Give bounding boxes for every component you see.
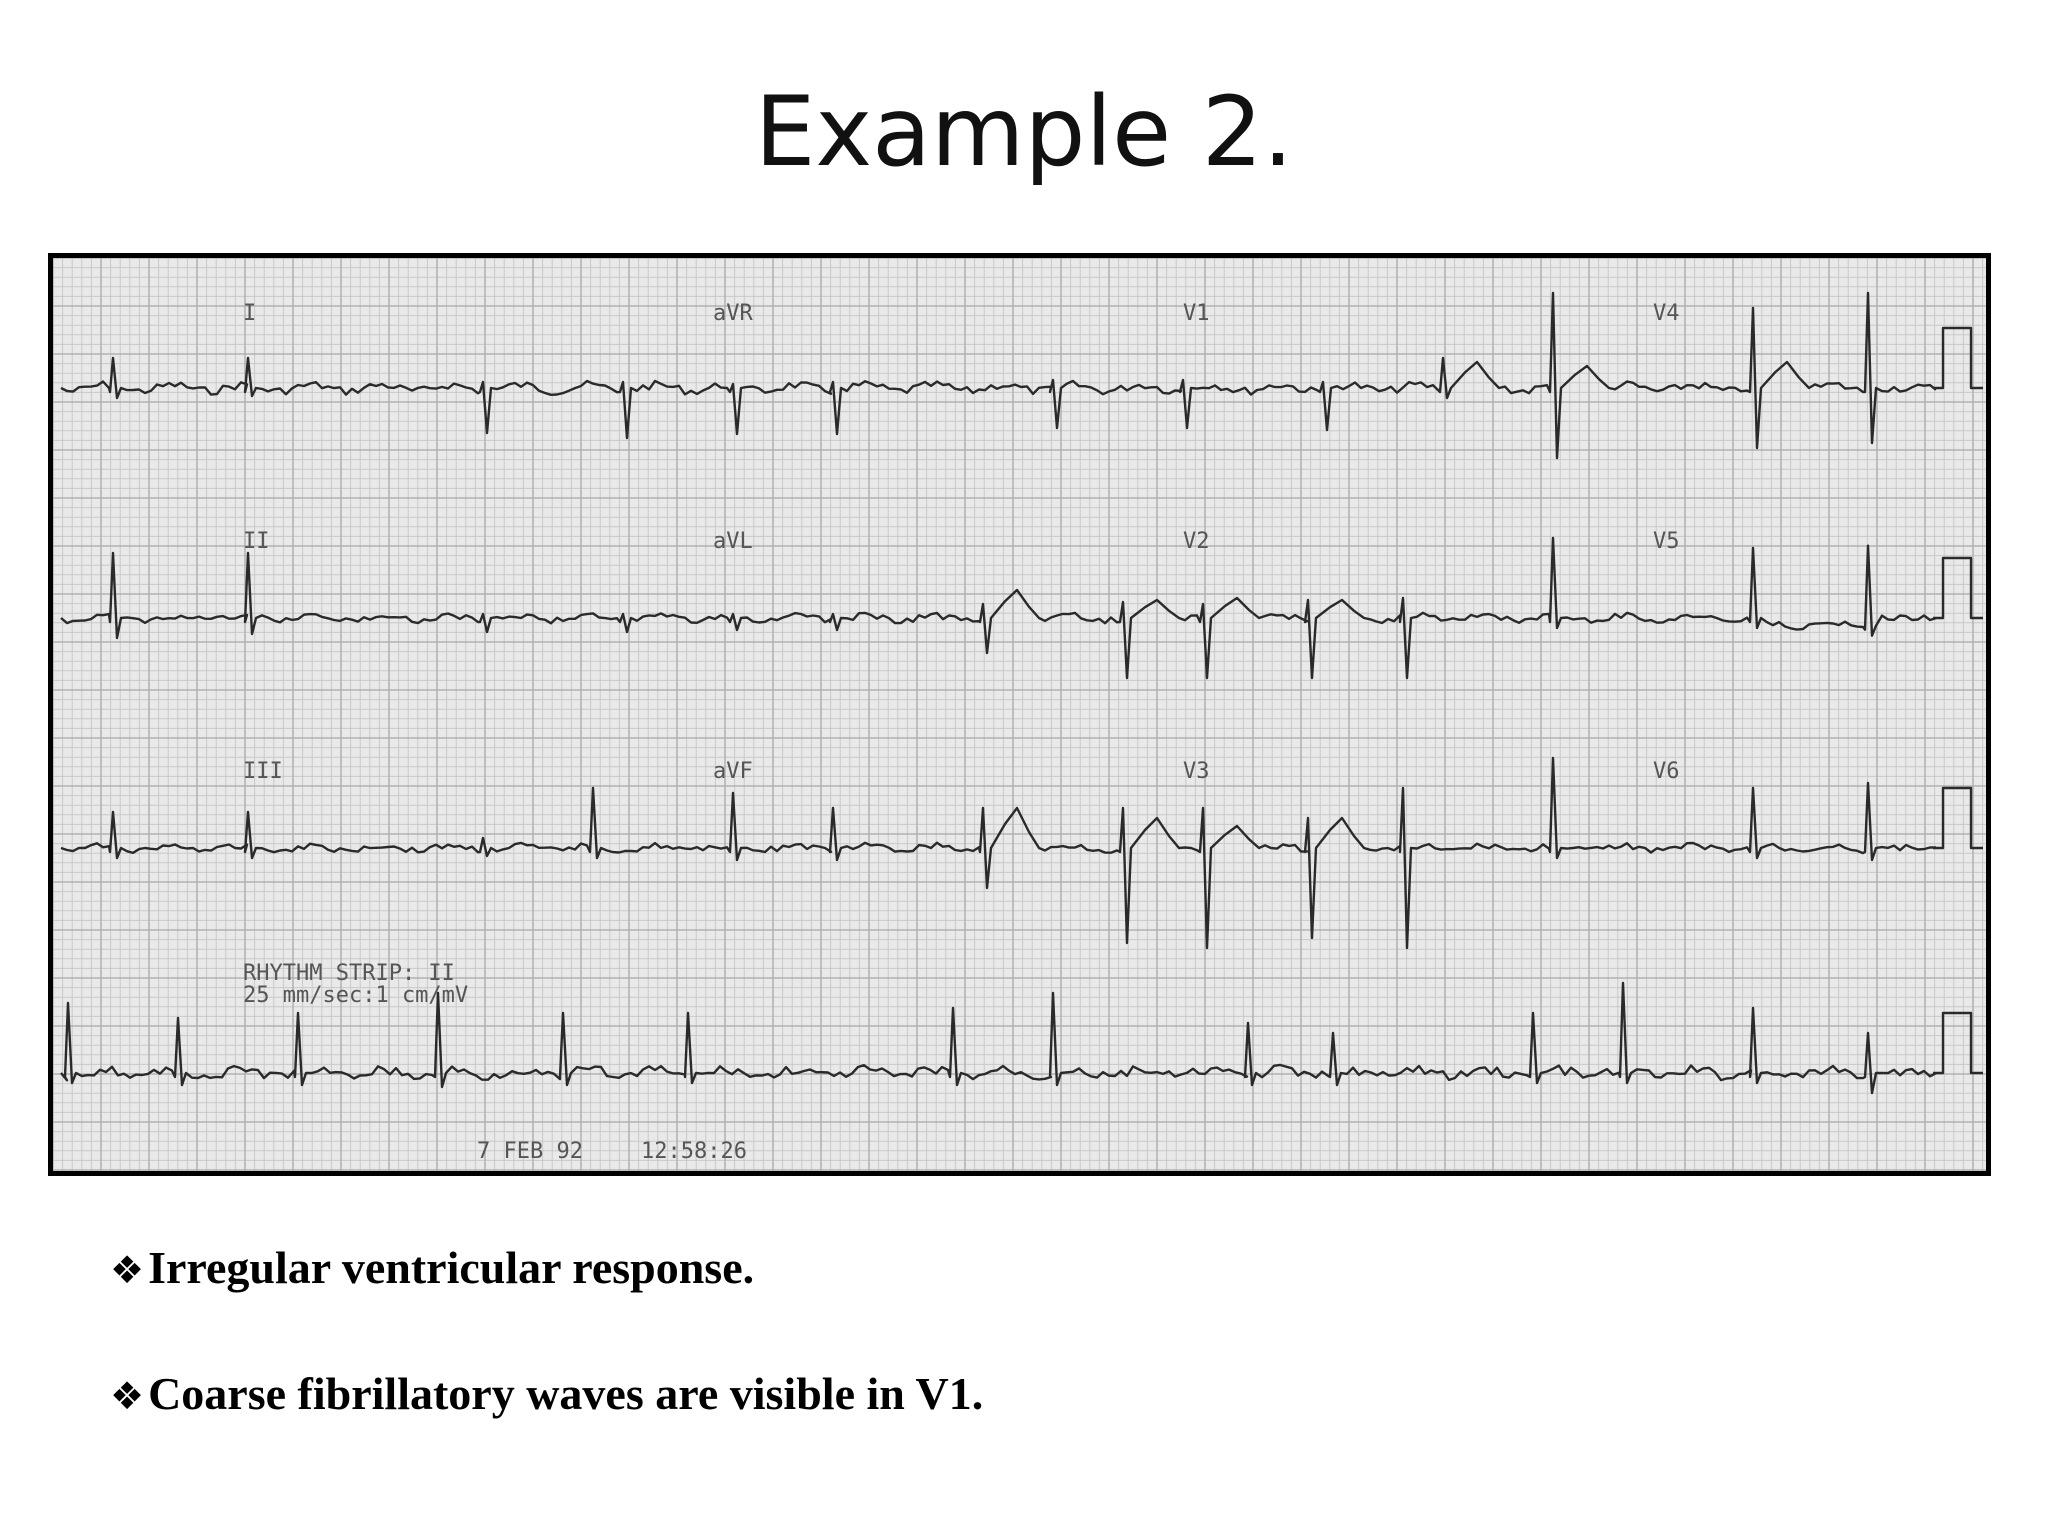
lead-label-V4: V4 xyxy=(1653,301,1680,326)
recording-time: 12:58:26 xyxy=(641,1139,747,1164)
lead-label-V6: V6 xyxy=(1653,759,1680,784)
lead-label-I: I xyxy=(243,301,256,326)
bullet-text: Irregular ventricular response. xyxy=(148,1242,755,1293)
ecg-tracing: I aVR V1 V4 II aVL V2 V5 III aVF V3 V6 R… xyxy=(48,253,1991,1176)
lead-label-V3: V3 xyxy=(1183,759,1210,784)
diamond-bullet-icon: ❖ xyxy=(110,1248,145,1292)
lead-label-V1: V1 xyxy=(1183,301,1210,326)
lead-label-V2: V2 xyxy=(1183,529,1210,554)
diamond-bullet-icon: ❖ xyxy=(110,1374,145,1418)
bullet-text: Coarse fibrillatory waves are visible in… xyxy=(148,1368,984,1419)
lead-label-V5: V5 xyxy=(1653,529,1680,554)
bullet-list: ❖Irregular ventricular response. ❖Coarse… xyxy=(110,1240,1910,1492)
rhythm-strip-label: RHYTHM STRIP: II xyxy=(243,961,455,986)
recording-date: 7 FEB 92 xyxy=(477,1139,583,1164)
lead-label-II: II xyxy=(243,529,270,554)
lead-label-aVL: aVL xyxy=(713,529,753,554)
slide-title: Example 2. xyxy=(754,76,1294,188)
ecg-grid-and-traces: I aVR V1 V4 II aVL V2 V5 III aVF V3 V6 R… xyxy=(53,258,1986,1171)
calibration-text: 25 mm/sec:1 cm/mV xyxy=(243,983,468,1008)
lead-label-aVF: aVF xyxy=(713,759,753,784)
lead-label-aVR: aVR xyxy=(713,301,753,326)
bullet-item: ❖Coarse fibrillatory waves are visible i… xyxy=(110,1366,1910,1424)
bullet-item: ❖Irregular ventricular response. xyxy=(110,1240,1910,1298)
lead-label-III: III xyxy=(243,759,283,784)
